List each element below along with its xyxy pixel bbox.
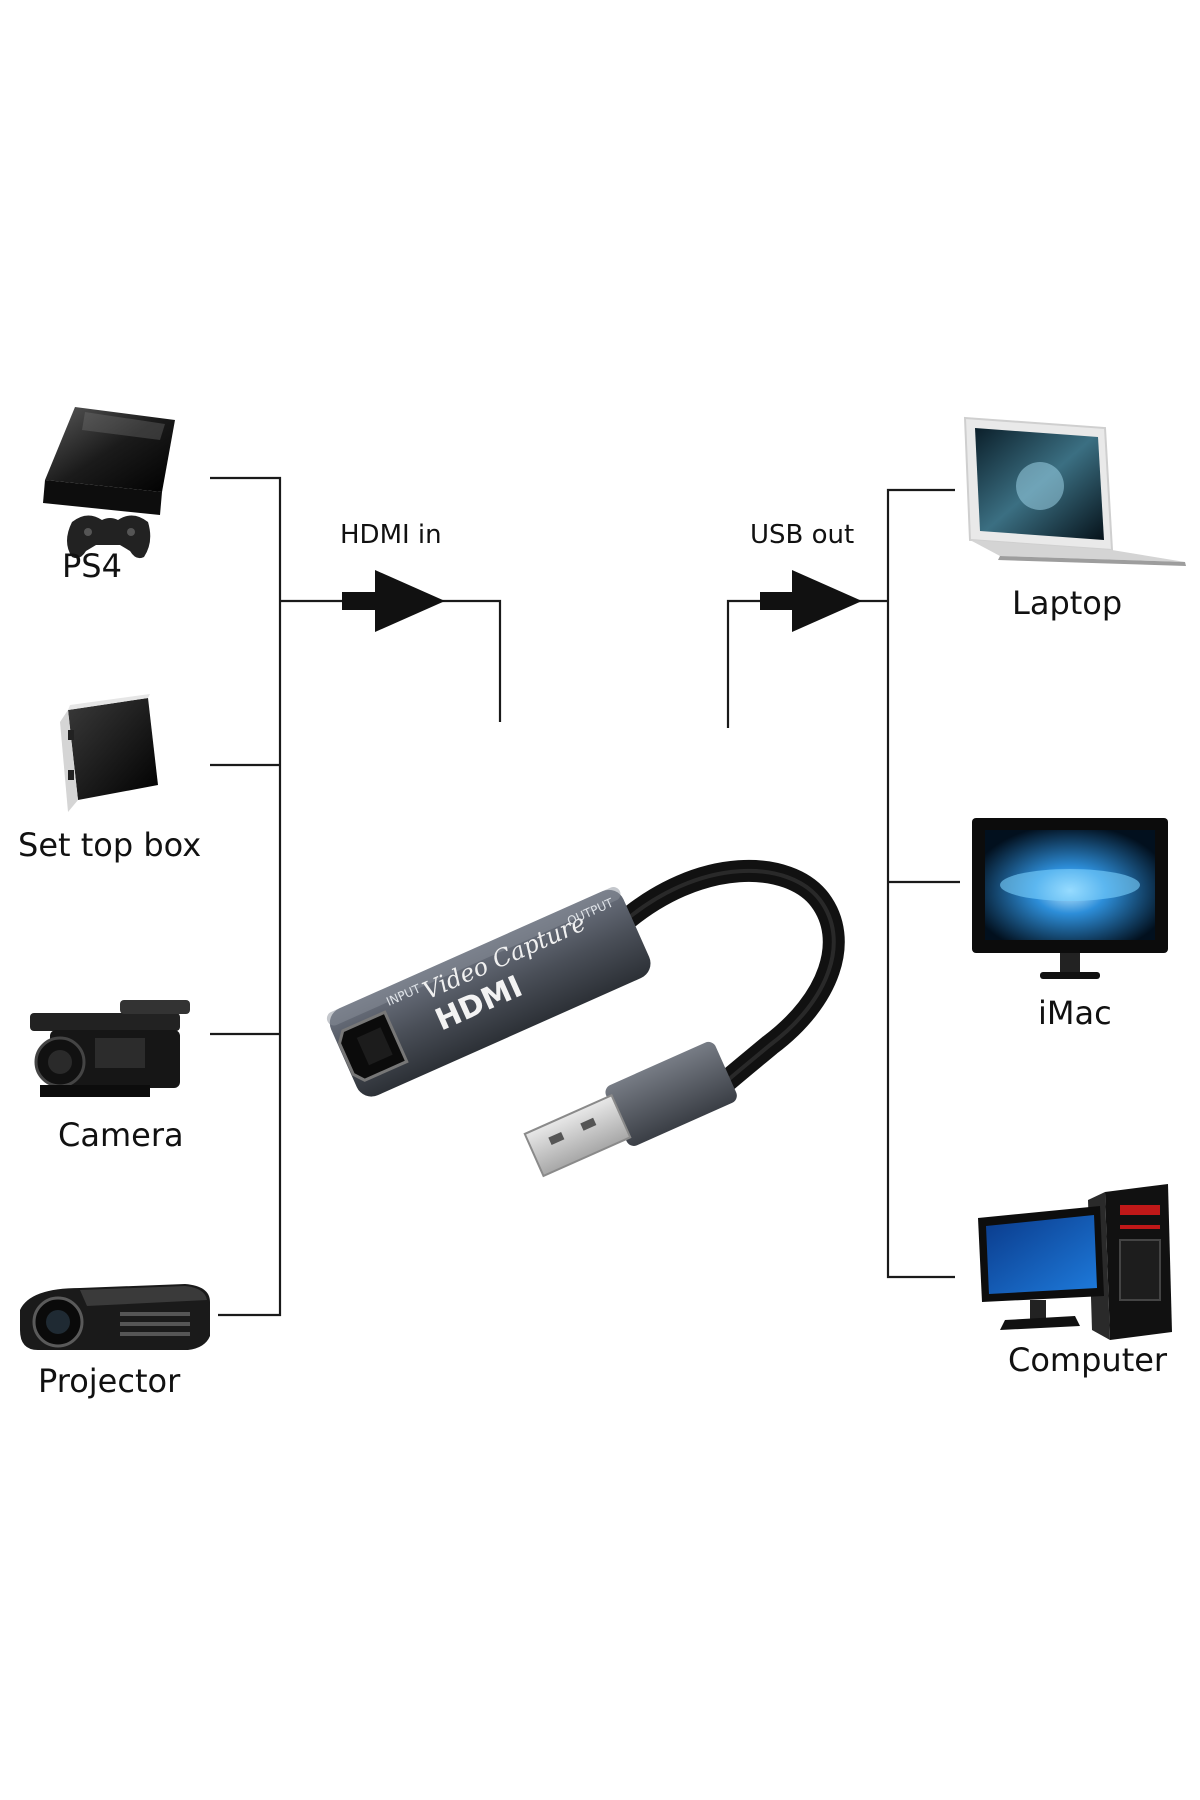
computer-label: Computer (1008, 1341, 1168, 1379)
set-top-box-label: Set top box (18, 826, 201, 864)
usb-out-arrow-icon (760, 570, 862, 632)
projector-icon (20, 1284, 210, 1350)
camera-label: Camera (58, 1116, 184, 1154)
hdmi-in-label: HDMI in (340, 520, 442, 550)
imac-label: iMac (1038, 994, 1112, 1032)
set-top-box-icon (60, 694, 158, 812)
camcorder-icon (30, 1000, 190, 1097)
usb-out-label: USB out (750, 520, 854, 550)
hdmi-usb-capture-card-icon: INPUT HDMI Video Capture OUTPUT (326, 859, 845, 1178)
desktop-computer-icon (978, 1184, 1172, 1340)
hdmi-in-arrow-icon (342, 570, 445, 632)
projector-label: Projector (38, 1362, 181, 1400)
imac-icon (972, 818, 1168, 979)
ps4-console-icon (43, 407, 175, 559)
ps4-label: PS4 (62, 547, 122, 585)
laptop-icon (963, 416, 1186, 566)
laptop-label: Laptop (1012, 584, 1122, 622)
